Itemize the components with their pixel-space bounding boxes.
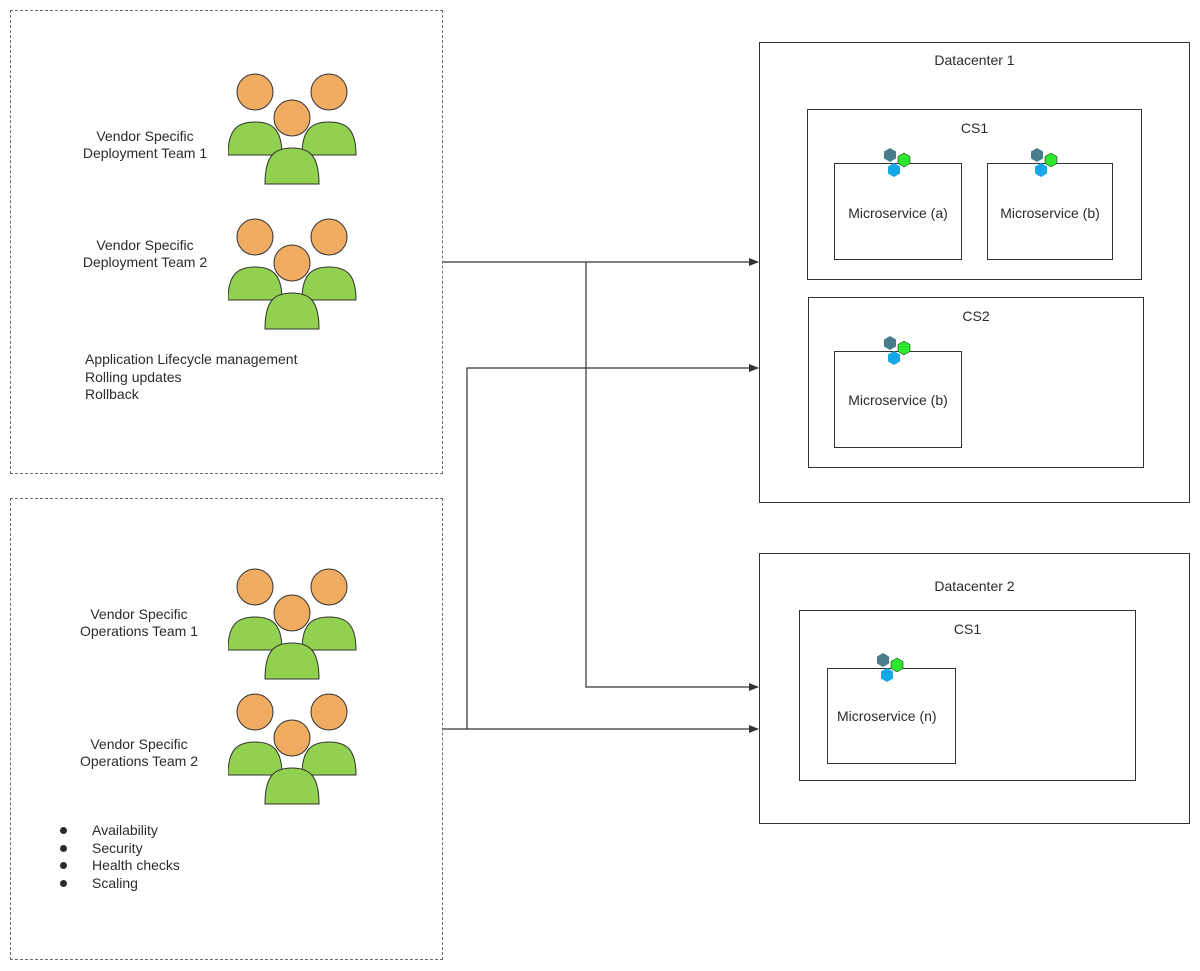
people-group-icon (228, 218, 357, 330)
cluster-title: CS2 (962, 308, 990, 324)
people-group-icon (228, 73, 357, 185)
list-item: Health checks (60, 857, 180, 875)
cluster-box: CS1 (807, 109, 1142, 280)
microservice-label: Microservice (a) (848, 205, 948, 221)
deployment-team-2-label: Vendor Specific Deployment Team 2 (82, 237, 208, 270)
bullet-icon (60, 827, 67, 834)
people-group-icon (228, 568, 357, 680)
microservice-label: Microservice (b) (1000, 205, 1100, 221)
operations-team-1-label: Vendor Specific Operations Team 1 (79, 606, 199, 639)
deployment-task-list: Application Lifecycle management Rolling… (85, 351, 297, 404)
datacenter-title: Datacenter 1 (934, 52, 1015, 68)
cluster-title: CS1 (960, 120, 989, 136)
operations-team-2-label: Vendor Specific Operations Team 2 (79, 736, 199, 769)
list-item: Rollback (85, 386, 139, 402)
microservice-hex-icon (877, 653, 904, 682)
operations-teams-panel (10, 498, 443, 960)
bullet-icon (60, 879, 67, 887)
list-item: Availability (60, 822, 180, 840)
bullet-icon (60, 844, 67, 852)
people-group-icon (228, 693, 357, 805)
connector-ops-to-dc1 (466, 364, 759, 729)
datacenter-2-box: Datacenter 2 (759, 553, 1190, 824)
list-item: Application Lifecycle management (85, 351, 298, 367)
list-item: Security (60, 840, 180, 858)
microservice-hex-icon (884, 336, 911, 365)
microservice-hex-icon (884, 148, 911, 177)
microservice-hex-icon (1031, 148, 1058, 177)
list-item: Scaling (60, 875, 180, 893)
cluster-title: CS1 (953, 621, 982, 637)
microservice-label: Microservice (n) (837, 708, 937, 724)
datacenter-1-box: Datacenter 1 (759, 42, 1190, 503)
cluster-box: CS2 (808, 297, 1144, 468)
operations-task-list: Availability Security Health checks Scal… (60, 822, 180, 892)
deployment-teams-panel (10, 10, 443, 474)
deployment-team-1-label: Vendor Specific Deployment Team 1 (82, 128, 208, 161)
datacenter-title: Datacenter 2 (934, 578, 1015, 594)
bullet-icon (60, 862, 67, 869)
cluster-box: CS1 (799, 610, 1136, 781)
microservice-label: Microservice (b) (848, 392, 948, 408)
connector-deploy-to-dc2 (585, 262, 759, 691)
list-item: Rolling updates (85, 368, 182, 385)
